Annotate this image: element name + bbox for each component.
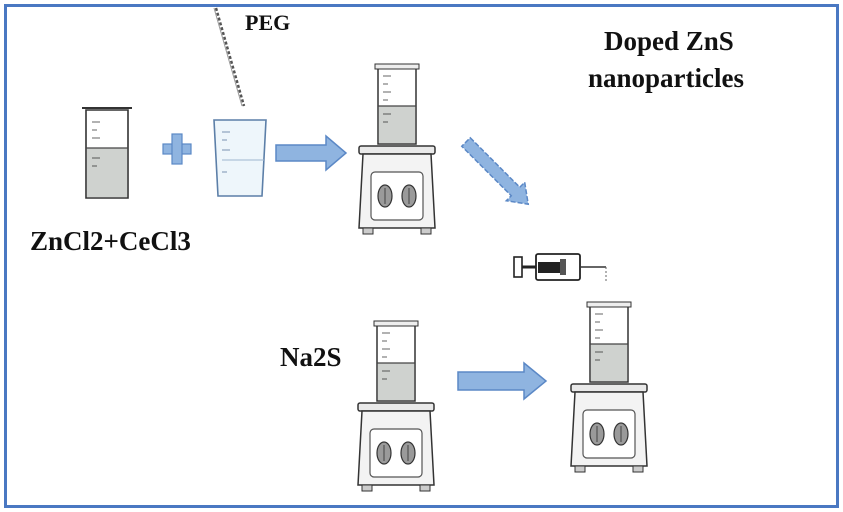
reactants-label: ZnCl2+CeCl3 bbox=[30, 226, 191, 256]
syringe-icon bbox=[513, 253, 607, 282]
plus-icon bbox=[162, 133, 192, 165]
arrow-icon bbox=[460, 136, 530, 206]
beaker-icon bbox=[82, 107, 132, 199]
diagram-border bbox=[4, 4, 839, 508]
beaker-icon bbox=[213, 119, 267, 197]
na2s-label: Na2S bbox=[280, 342, 342, 372]
magnetic-stirrer-icon bbox=[570, 301, 648, 473]
magnetic-stirrer-icon bbox=[357, 320, 435, 492]
pipette-icon bbox=[213, 7, 246, 107]
peg-label: PEG bbox=[245, 10, 291, 35]
arrow-icon bbox=[275, 135, 347, 171]
magnetic-stirrer-icon bbox=[358, 63, 436, 235]
title-line-2: nanoparticles bbox=[588, 63, 745, 93]
arrow-icon bbox=[457, 361, 548, 401]
title-line-1: Doped ZnS bbox=[604, 26, 734, 56]
